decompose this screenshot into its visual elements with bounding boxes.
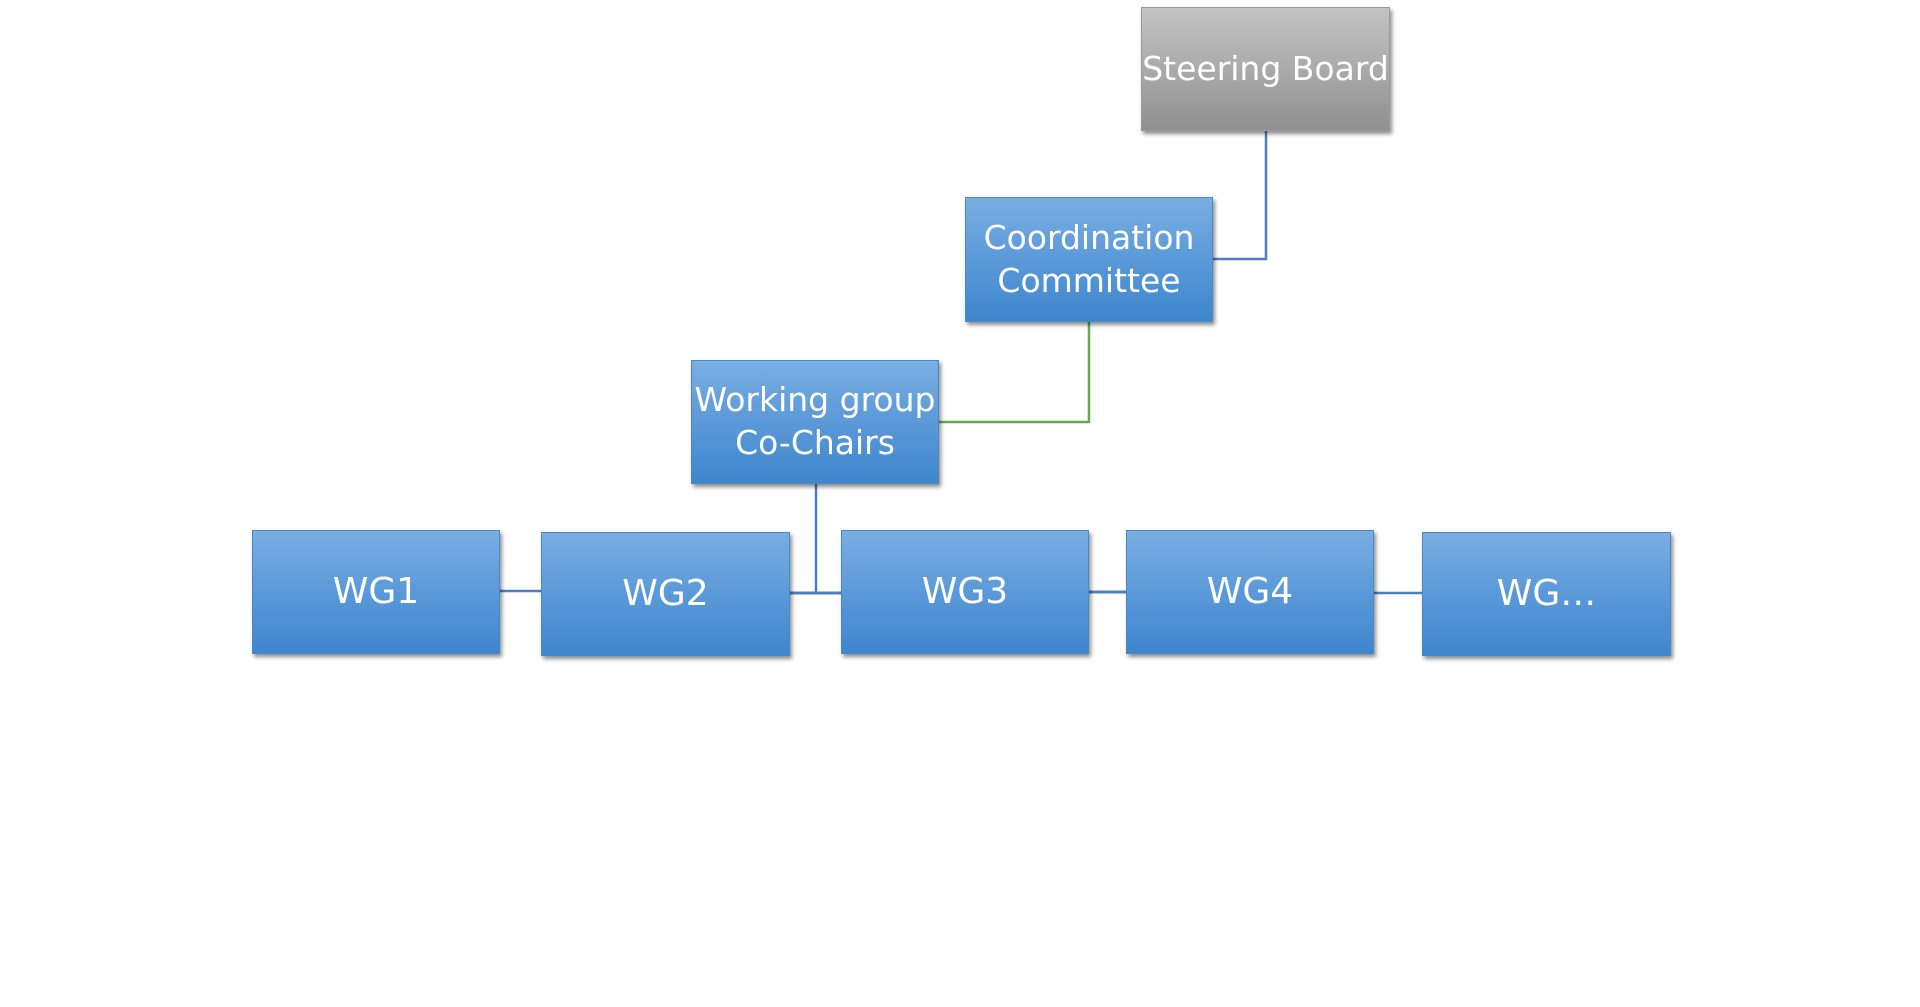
wg4-box: WG4	[1126, 530, 1374, 654]
connector-coordination-to-cochairs	[939, 322, 1091, 424]
wg3-box: WG3	[841, 530, 1089, 654]
steering-board-label: Steering Board	[1142, 48, 1389, 88]
steering-board-box: Steering Board	[1141, 7, 1390, 131]
wg2-box: WG2	[541, 532, 790, 656]
wg3-label: WG3	[921, 570, 1009, 612]
wg2-label: WG2	[622, 572, 709, 614]
working-group-cochairs-label: Working group Co-Chairs	[694, 380, 936, 462]
wg1-label: WG1	[332, 570, 420, 612]
wg1-box: WG1	[252, 530, 500, 654]
working-group-cochairs-box: Working group Co-Chairs	[691, 360, 939, 484]
coordination-committee-label: Coordination Committee	[983, 217, 1195, 300]
wg4-label: WG4	[1206, 570, 1294, 612]
wg-more-label: WG…	[1496, 572, 1597, 614]
connector-steering-to-coordination	[1213, 131, 1268, 261]
wg-more-box: WG…	[1422, 532, 1671, 656]
coordination-committee-box: Coordination Committee	[965, 197, 1213, 322]
